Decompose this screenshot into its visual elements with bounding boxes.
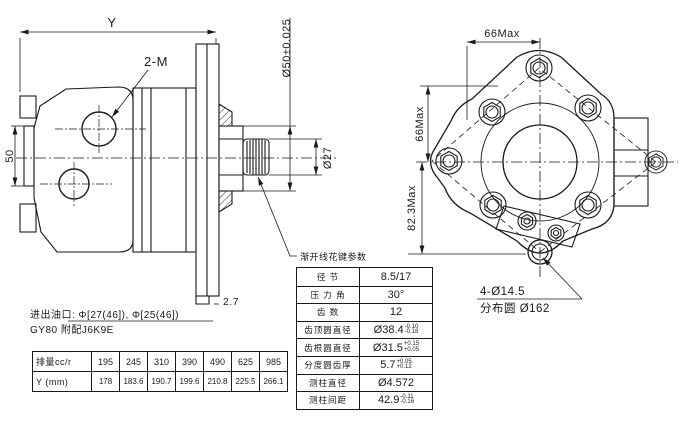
spec-value: 42.9-0.11-0.16 — [360, 392, 432, 409]
dim-label-spigot: Ø50±0.025 — [281, 19, 293, 78]
spec-label: 径 节 — [297, 268, 360, 286]
spec-value: 30° — [360, 287, 432, 304]
value-text: 5.7 — [380, 359, 396, 372]
table-cell: 266.1 — [259, 371, 288, 392]
spec-value: Ø4.572 — [360, 375, 432, 392]
table-cell: 199.6 — [175, 371, 204, 392]
dim-label-y: Y — [107, 15, 116, 30]
table-row: 分度圆齿厚 5.7+0.05+0.12 — [297, 355, 432, 374]
table-cell: 195 — [91, 351, 120, 372]
dim-label-82max: 82.3Max — [406, 185, 418, 231]
value-text: Ø31.5 — [372, 341, 403, 354]
table-cell: 625 — [231, 351, 260, 372]
table-cell: 225.5 — [231, 371, 260, 392]
table-cell: 310 — [147, 351, 176, 372]
spec-value: Ø38.4-0.10-0.18 — [360, 322, 432, 339]
table-cell: 245 — [119, 351, 148, 372]
side-view-dimensions — [11, 18, 322, 322]
tolerance: +0.15+0.05 — [403, 341, 420, 353]
spec-value: 5.7+0.05+0.12 — [360, 357, 432, 374]
table-cell: 985 — [259, 351, 288, 372]
value-text: 42.9 — [377, 394, 400, 407]
displacement-table: 排量cc/r 195 245 310 390 490 625 985 Y (mm… — [32, 351, 288, 392]
table-row: 压 力 角 30° — [297, 285, 432, 304]
table-row: 齿顶圆直径 Ø38.4-0.10-0.18 — [297, 320, 432, 339]
spec-label: 齿根圆直径 — [297, 339, 360, 356]
row-header: 排量cc/r — [32, 351, 92, 372]
spec-label: 压 力 角 — [297, 286, 360, 304]
table-row: 排量cc/r 195 245 310 390 490 625 985 — [32, 351, 288, 372]
tolerance: -0.11-0.16 — [400, 393, 415, 406]
bolt-circle-label: 分布圆 Ø162 — [480, 302, 550, 315]
value-text: 12 — [389, 306, 403, 319]
dim-label-shaft: Ø27 — [322, 147, 334, 169]
value-text: 30° — [387, 288, 405, 301]
spec-value: 8.5/17 — [360, 268, 432, 286]
standard-note: GY80 附配J6K9E — [30, 323, 114, 336]
front-view — [416, 38, 678, 280]
spec-label: 齿 数 — [297, 304, 360, 321]
spec-value: 12 — [360, 304, 432, 321]
spline-spec-table: 径 节 8.5/17 压 力 角 30° 齿 数 12 齿顶圆直径 Ø38.4-… — [296, 267, 433, 410]
value-text: 8.5/17 — [380, 270, 412, 283]
mount-holes-label: 4-Ø14.5 — [480, 286, 525, 298]
table-cell: 183.6 — [119, 371, 148, 392]
tolerance: -0.10-0.18 — [404, 323, 419, 336]
spline-callout: 渐开线花键参数 — [300, 251, 367, 262]
value-text: Ø38.4 — [373, 324, 404, 337]
table-row: Y (mm) 178 183.6 190.7 199.6 210.8 225.5… — [32, 371, 288, 392]
table-cell: 178 — [91, 371, 120, 392]
dim-label-2m: 2-M — [144, 54, 168, 69]
front-view-dimensions — [408, 39, 583, 300]
table-row: 测柱间距 42.9-0.11-0.16 — [297, 391, 432, 409]
dim-label-50: 50 — [4, 149, 16, 162]
port-note: 进出油口: Φ[27(46]), Φ[25(46]) — [30, 308, 179, 321]
dim-label-66max-left: 66Max — [414, 106, 426, 142]
table-cell: 210.8 — [203, 371, 232, 392]
dim-label-66max-top: 66Max — [484, 28, 520, 40]
spec-label: 测柱间距 — [297, 392, 360, 409]
spec-value: Ø31.5+0.15+0.05 — [360, 339, 432, 356]
spec-label: 齿顶圆直径 — [297, 321, 360, 339]
spec-label: 测柱直径 — [297, 374, 360, 392]
spec-label: 分度圆齿厚 — [297, 356, 360, 374]
table-row: 齿 数 12 — [297, 303, 432, 321]
labels: Y 2-M 50 Ø50±0.025 Ø27 2.7 渐开线花键参数 66Max… — [4, 15, 550, 336]
table-cell: 490 — [203, 351, 232, 372]
value-text: Ø4.572 — [377, 376, 415, 389]
side-view — [16, 43, 336, 305]
table-row: 齿根圆直径 Ø31.5+0.15+0.05 — [297, 338, 432, 356]
table-row: 测柱直径 Ø4.572 — [297, 373, 432, 392]
tolerance: +0.05+0.12 — [396, 358, 412, 371]
table-cell: 390 — [175, 351, 204, 372]
table-row: 径 节 8.5/17 — [297, 268, 432, 286]
row-header: Y (mm) — [32, 371, 92, 392]
table-cell: 190.7 — [147, 371, 176, 392]
dim-label-step: 2.7 — [223, 296, 239, 308]
